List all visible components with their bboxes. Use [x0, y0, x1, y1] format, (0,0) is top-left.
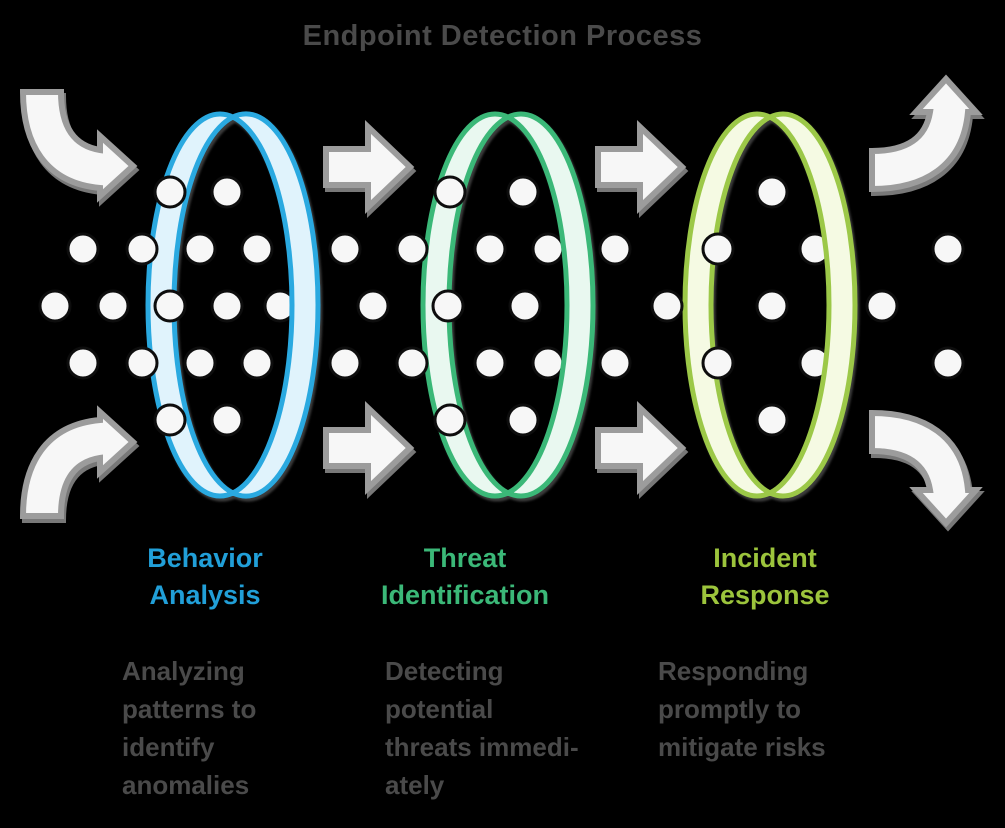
- data-point-dot: [183, 232, 217, 266]
- data-point-dot: [701, 346, 735, 380]
- stage-description-incident-response: Responding promptly to mitigate risks: [658, 652, 918, 766]
- inflow-arrow-top-icon: [23, 92, 133, 196]
- outflow-arrow-bottom-icon: [872, 413, 976, 523]
- flow-arrow-stage1-stage2-bottom-icon: [326, 408, 410, 488]
- description-line: promptly to: [658, 694, 801, 724]
- ring-incident-response: [682, 111, 858, 499]
- data-point-dot: [153, 403, 187, 437]
- data-point-dot: [240, 346, 274, 380]
- data-point-dot: [473, 346, 507, 380]
- data-point-dot: [328, 232, 362, 266]
- data-point-dot: [210, 175, 244, 209]
- flow-arrow-stage2-stage3-top-icon: [598, 127, 682, 207]
- data-point-dot: [66, 232, 100, 266]
- data-point-dot: [508, 289, 542, 323]
- ring-behavior-analysis: [145, 111, 321, 499]
- flow-arrow-stage2-stage3-bottom-icon: [598, 408, 682, 488]
- description-line: mitigate risks: [658, 732, 826, 762]
- data-point-dot: [210, 403, 244, 437]
- stage-label-behavior-analysis: Behavior Analysis: [45, 540, 365, 614]
- data-point-dot: [433, 403, 467, 437]
- data-point-dot: [531, 346, 565, 380]
- inflow-arrow-bottom-icon: [23, 412, 133, 516]
- stage-label-incident-response: Incident Response: [605, 540, 925, 614]
- description-line: Detecting: [385, 656, 504, 686]
- dots-layer: [38, 175, 965, 437]
- stage-label-line: Response: [700, 580, 830, 610]
- stage-rings-layer: [145, 111, 858, 499]
- description-line: anomalies: [122, 770, 250, 800]
- stage-label-line: Threat: [423, 543, 507, 573]
- data-point-dot: [431, 289, 465, 323]
- description-line: identify: [122, 732, 215, 762]
- data-point-dot: [395, 232, 429, 266]
- ring-threat-identification: [420, 111, 596, 499]
- description-line: Analyzing: [122, 656, 245, 686]
- data-point-dot: [755, 175, 789, 209]
- data-point-dot: [755, 403, 789, 437]
- data-point-dot: [356, 289, 390, 323]
- stage-label-threat-identification: Threat Identification: [305, 540, 625, 614]
- data-point-dot: [755, 289, 789, 323]
- data-point-dot: [66, 346, 100, 380]
- description-line: patterns to: [122, 694, 257, 724]
- stage-description-threat-identification: Detecting potential threats immedi- atel…: [385, 652, 645, 804]
- stage-label-line: Incident: [713, 543, 817, 573]
- stage-description-behavior-analysis: Analyzing patterns to identify anomalies: [122, 652, 382, 804]
- data-point-dot: [153, 175, 187, 209]
- data-point-dot: [96, 289, 130, 323]
- data-point-dot: [506, 175, 540, 209]
- data-point-dot: [506, 403, 540, 437]
- stage-label-line: Identification: [381, 580, 549, 610]
- description-line: potential: [385, 694, 494, 724]
- data-point-dot: [473, 232, 507, 266]
- data-point-dot: [183, 346, 217, 380]
- stage-label-line: Behavior: [147, 543, 263, 573]
- data-point-dot: [125, 346, 159, 380]
- outflow-arrow-top-icon: [872, 79, 976, 189]
- data-point-dot: [433, 175, 467, 209]
- description-line: ately: [385, 770, 445, 800]
- data-point-dot: [650, 289, 684, 323]
- data-point-dot: [328, 346, 362, 380]
- data-point-dot: [38, 289, 72, 323]
- data-point-dot: [865, 289, 899, 323]
- data-point-dot: [931, 232, 965, 266]
- data-point-dot: [598, 346, 632, 380]
- data-point-dot: [125, 232, 159, 266]
- data-point-dot: [153, 289, 187, 323]
- data-point-dot: [598, 232, 632, 266]
- data-point-dot: [531, 232, 565, 266]
- data-point-dot: [701, 232, 735, 266]
- flow-arrow-stage1-stage2-top-icon: [326, 127, 410, 207]
- description-line: threats immedi-: [385, 732, 579, 762]
- data-point-dot: [395, 346, 429, 380]
- data-point-dot: [931, 346, 965, 380]
- data-point-dot: [240, 232, 274, 266]
- description-line: Responding: [658, 656, 809, 686]
- page-title: Endpoint Detection Process: [302, 20, 703, 52]
- data-point-dot: [210, 289, 244, 323]
- stage-label-line: Analysis: [149, 580, 261, 610]
